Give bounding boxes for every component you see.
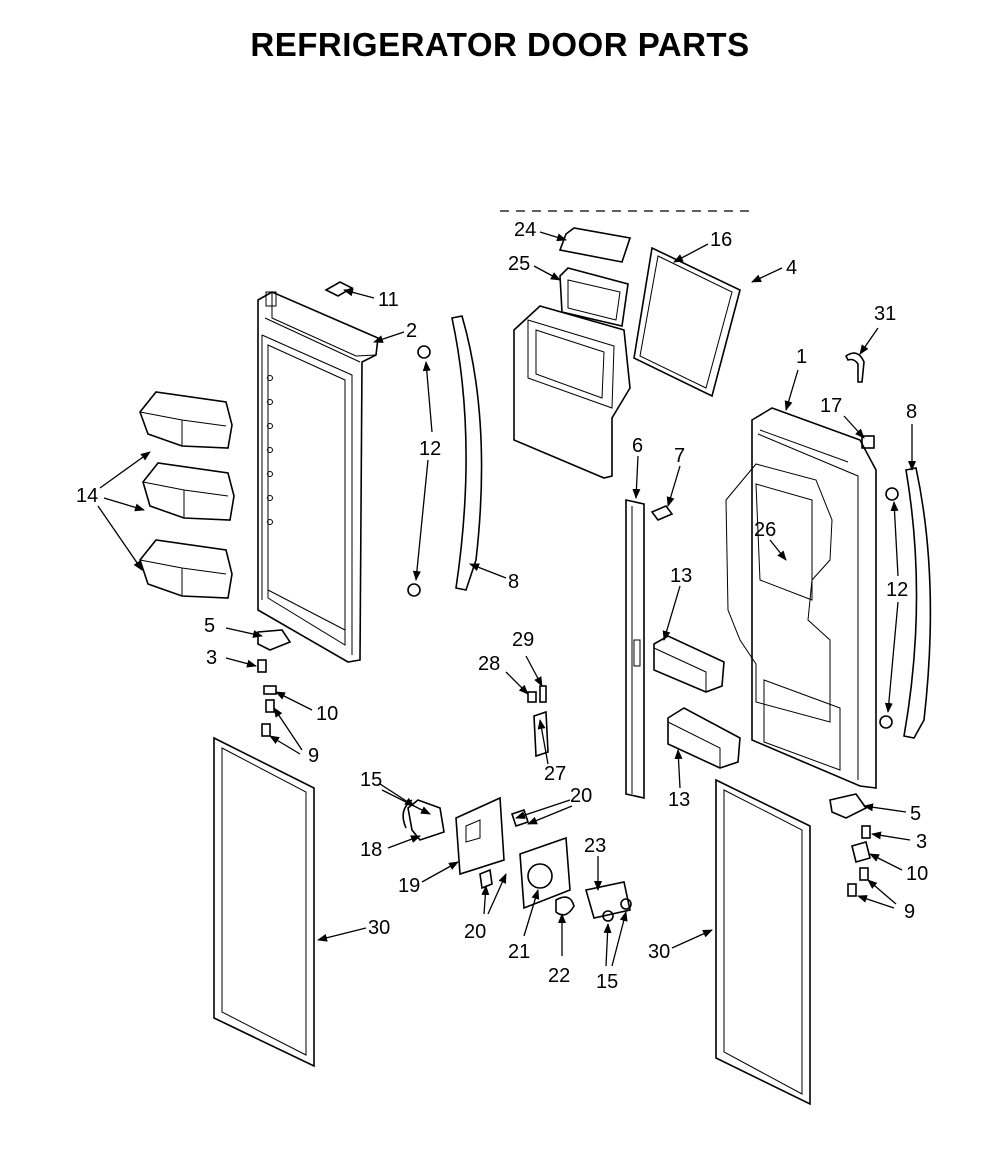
left-hinge-pin (257, 659, 267, 673)
callout-10-right: 10 (906, 863, 928, 885)
callout-5-left: 5 (204, 615, 215, 637)
callout-1: 1 (796, 346, 807, 368)
callout-8-left: 8 (508, 571, 519, 593)
callout-15-right: 15 (596, 971, 618, 993)
right-door (725, 407, 877, 789)
right-hinge-pin (861, 825, 871, 839)
callout-23: 23 (584, 835, 606, 857)
callout-18: 18 (360, 839, 382, 861)
callout-2: 2 (406, 320, 417, 342)
left-hinge-screw-b (261, 723, 271, 737)
right-handle-screw-top (885, 487, 899, 501)
left-hinge-screw-a (265, 699, 275, 713)
callout-12-left: 12 (419, 438, 441, 460)
callout-3-right: 3 (916, 831, 927, 853)
part-28 (527, 691, 537, 703)
callout-13-lower: 13 (668, 789, 690, 811)
leader-lines (97, 231, 916, 967)
left-handle (451, 315, 483, 591)
callout-20-upper: 20 (570, 785, 592, 807)
right-hinge-bushing (851, 841, 871, 863)
part-7-screw (650, 505, 674, 521)
part-27 (533, 710, 549, 758)
part-31-clip (844, 352, 865, 383)
diagram-title: REFRIGERATOR DOOR PARTS (250, 26, 750, 63)
left-hinge (257, 629, 292, 651)
callout-22: 22 (548, 965, 570, 987)
callout-9-right: 9 (904, 901, 915, 923)
callout-15-left: 15 (360, 769, 382, 791)
right-hinge (829, 793, 868, 819)
callout-30-right: 30 (648, 941, 670, 963)
callout-28: 28 (478, 653, 500, 675)
part-16-panel (633, 246, 741, 398)
callout-10-left: 10 (316, 703, 338, 725)
callout-9-left: 9 (308, 745, 319, 767)
callout-27: 27 (544, 763, 566, 785)
right-hinge-screw-b (847, 883, 857, 897)
callout-24: 24 (514, 219, 536, 241)
left-hinge-bushing (263, 685, 277, 695)
part-24-seal (558, 227, 632, 263)
callout-6: 6 (632, 435, 643, 457)
door-bins-left (139, 391, 235, 599)
right-door-gasket (715, 778, 811, 1106)
callout-19: 19 (398, 875, 420, 897)
left-door (257, 291, 379, 663)
callout-25: 25 (508, 253, 530, 275)
callout-11: 11 (378, 289, 399, 311)
callout-14: 14 (76, 485, 98, 507)
callout-4: 4 (786, 257, 797, 279)
callout-5-right: 5 (910, 803, 921, 825)
part-6-bar (625, 499, 645, 799)
callout-20-lower: 20 (464, 921, 486, 943)
callout-7: 7 (674, 445, 685, 467)
callout-29: 29 (512, 629, 534, 651)
handle-screw-bottom (407, 583, 421, 597)
callout-16: 16 (710, 229, 732, 251)
callout-labels: 11 2 12 8 14 5 3 10 9 30 24 25 16 4 6 7 … (76, 219, 928, 993)
callout-8-right: 8 (906, 401, 917, 423)
part-25-frame (559, 267, 629, 327)
part-11-cap (324, 281, 354, 297)
dispenser-housing (513, 305, 631, 479)
callout-13-upper: 13 (670, 565, 692, 587)
callout-12-right: 12 (886, 579, 908, 601)
right-handle-screw-bottom (879, 715, 893, 729)
part-29 (539, 685, 547, 703)
callout-26: 26 (754, 519, 776, 541)
callout-17: 17 (820, 395, 842, 417)
dispenser-lower-parts (402, 796, 632, 922)
left-door-gasket (213, 736, 315, 1068)
callout-30-left: 30 (368, 917, 390, 939)
callout-3-left: 3 (206, 647, 217, 669)
right-hinge-screw-a (859, 867, 869, 881)
callout-21: 21 (508, 941, 530, 963)
door-bins-right (653, 635, 741, 769)
handle-screw-top (417, 345, 431, 359)
part-17 (861, 435, 875, 449)
callout-31: 31 (874, 303, 896, 325)
right-handle (903, 467, 932, 739)
